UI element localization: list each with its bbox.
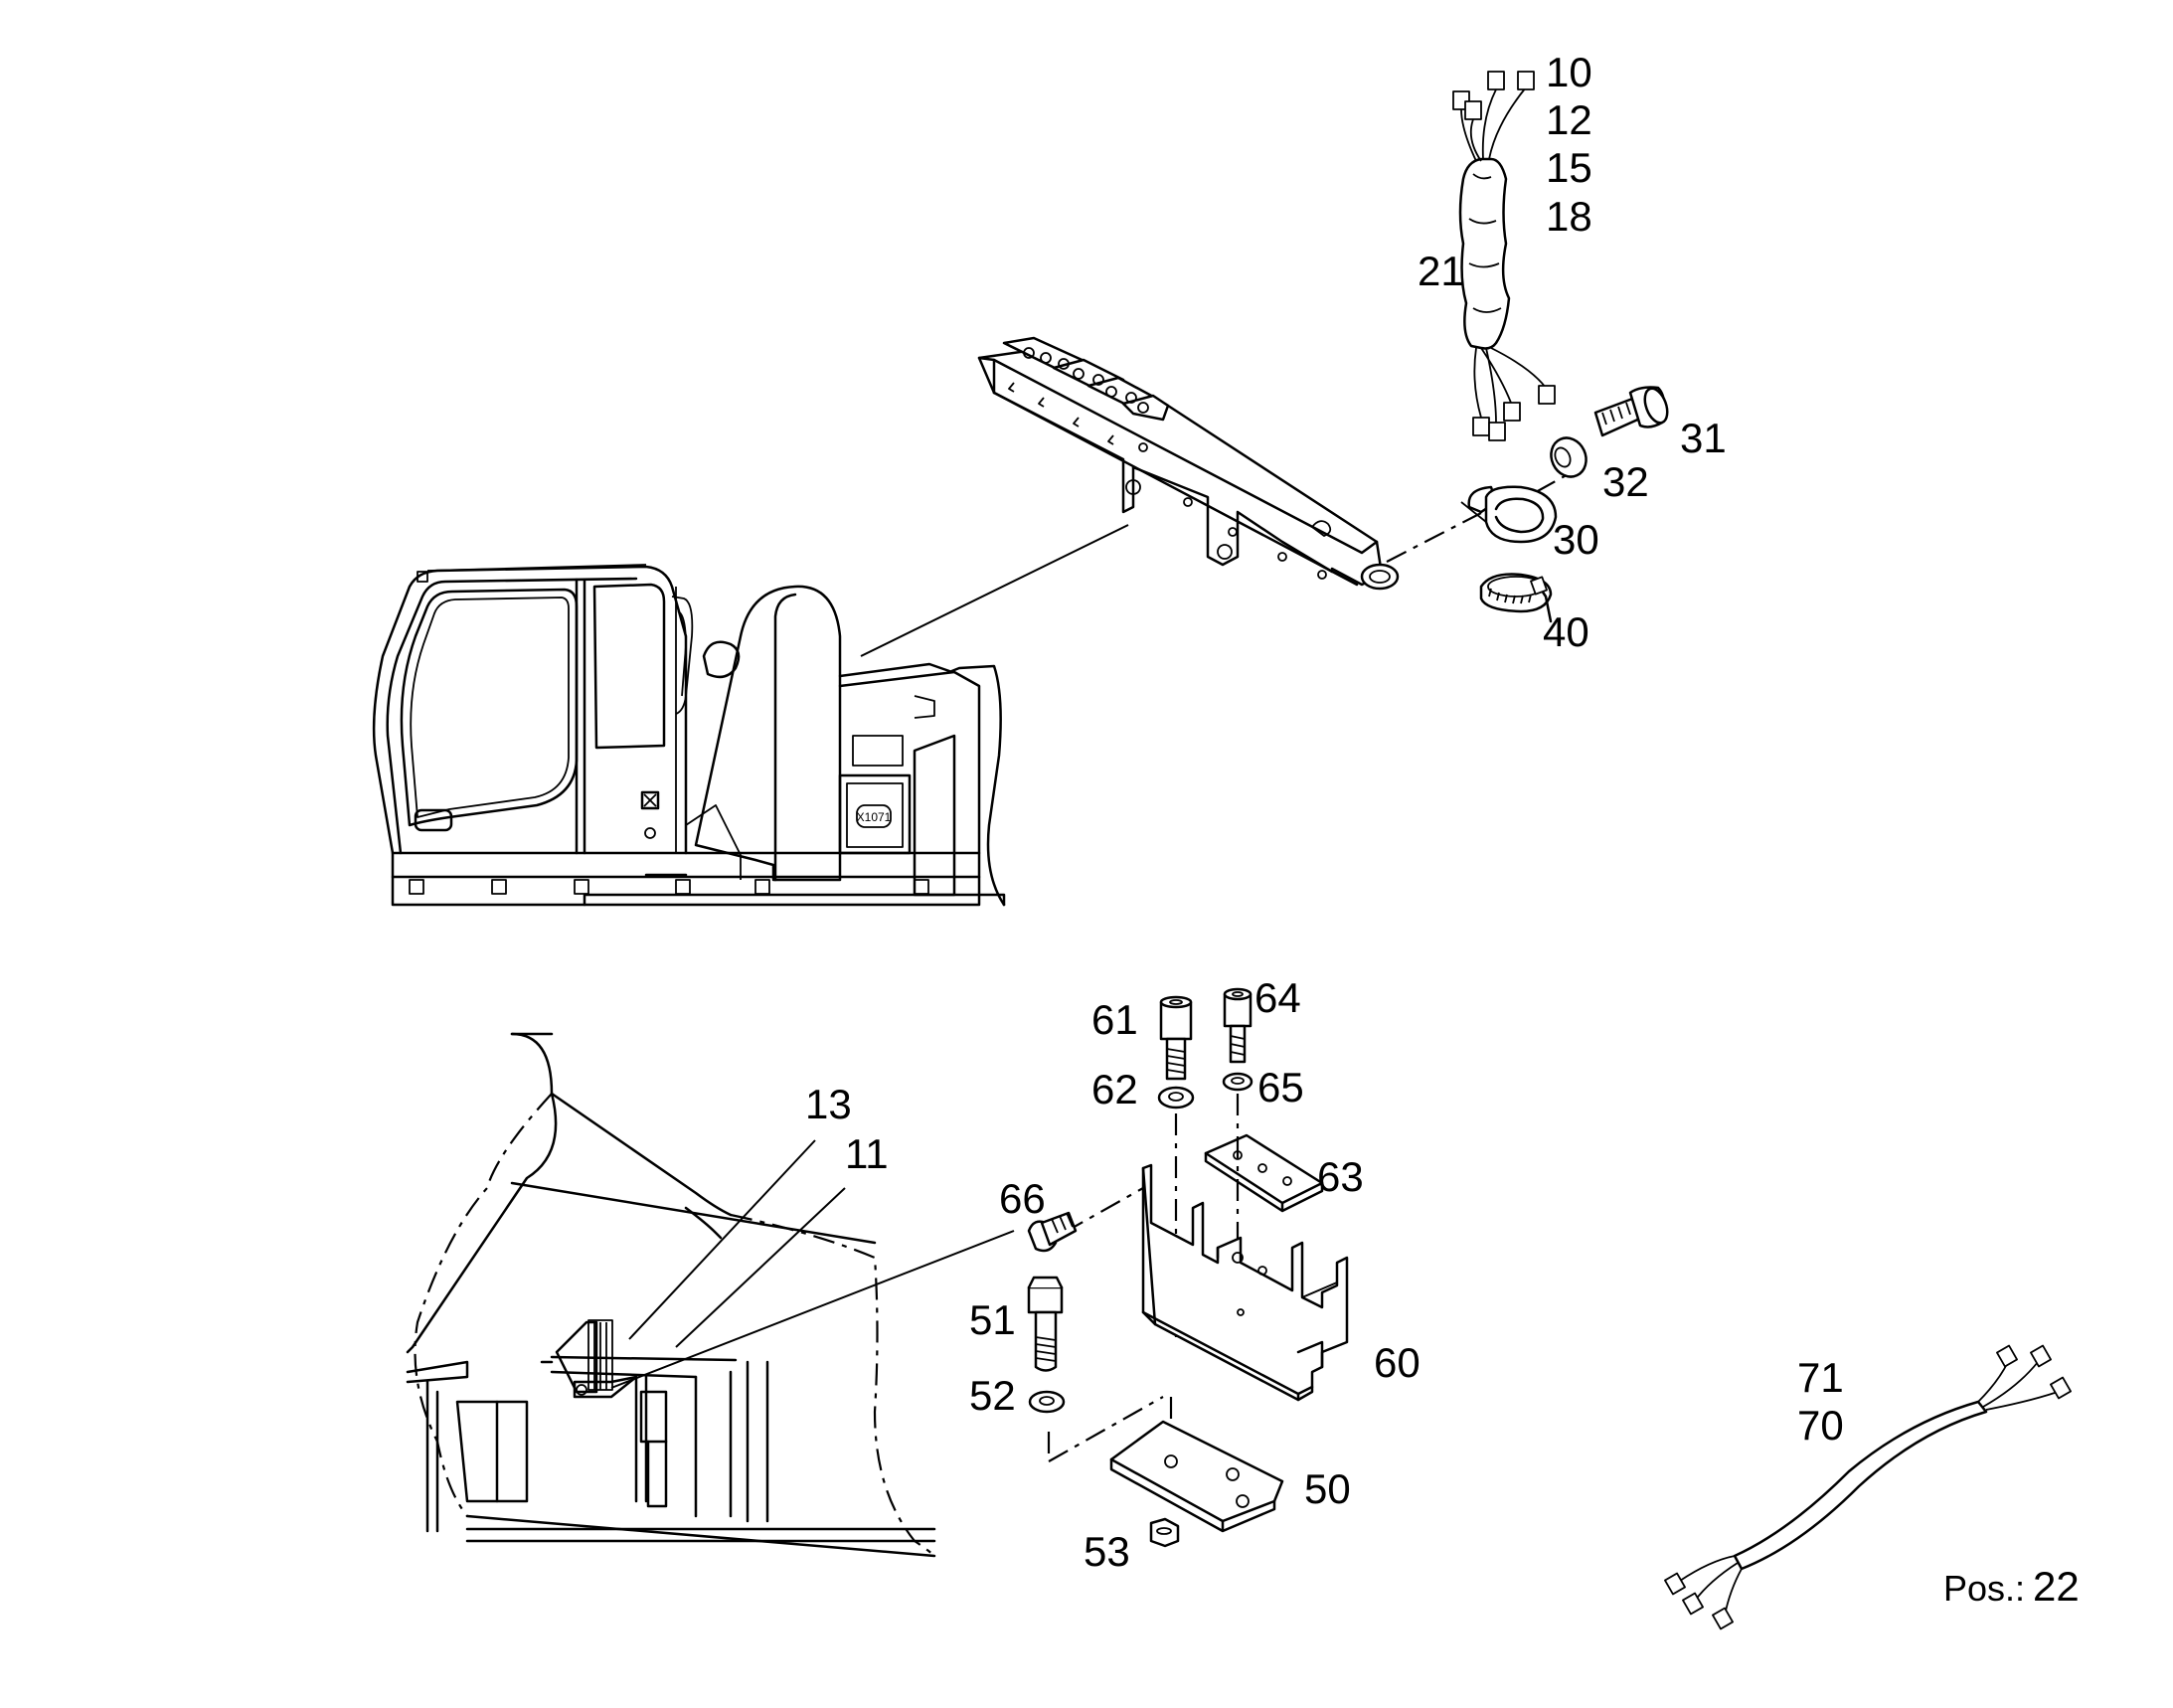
label-51: 51: [969, 1296, 1016, 1343]
label-66: 66: [999, 1175, 1046, 1222]
label-32: 32: [1602, 458, 1649, 505]
clamp-30: [1460, 485, 1558, 544]
label-15: 15: [1546, 144, 1592, 191]
excavator-overview: X1071: [372, 524, 1129, 907]
label-52: 52: [969, 1372, 1016, 1419]
bracket-assembly: [1027, 987, 1349, 1548]
label-65: 65: [1257, 1064, 1304, 1110]
hose-clamp-40: [1479, 573, 1553, 623]
machine-plate: X1071: [857, 810, 892, 824]
washer-32: [1550, 436, 1588, 478]
label-64: 64: [1254, 974, 1301, 1021]
label-61: 61: [1091, 996, 1138, 1043]
label-12: 12: [1546, 96, 1592, 143]
label-13: 13: [805, 1081, 852, 1127]
position-indicator: Pos.: 22: [1943, 1563, 2080, 1610]
label-60: 60: [1374, 1339, 1421, 1386]
position-value: 22: [2033, 1563, 2080, 1610]
wire-harness-lower: [1664, 1344, 2072, 1630]
label-63: 63: [1317, 1153, 1364, 1200]
bolt-31: [1593, 386, 1669, 437]
label-11: 11: [845, 1130, 889, 1177]
wire-harness-upper: [1452, 71, 1556, 441]
label-53: 53: [1084, 1528, 1130, 1575]
detail-view-lower-left: [406, 1032, 1015, 1558]
label-70: 70: [1797, 1402, 1844, 1449]
label-71: 71: [1797, 1354, 1844, 1401]
label-21: 21: [1418, 248, 1464, 294]
label-62: 62: [1091, 1066, 1138, 1112]
label-50: 50: [1304, 1465, 1351, 1512]
part-number-labels: 10 12 15 18 21 31 32 30 40 13 11 61 64 6…: [805, 49, 1844, 1575]
label-10: 10: [1546, 49, 1592, 95]
label-18: 18: [1546, 193, 1592, 240]
position-label: Pos.:: [1943, 1568, 2025, 1609]
label-31: 31: [1680, 415, 1727, 461]
label-30: 30: [1553, 516, 1599, 563]
label-40: 40: [1543, 608, 1589, 655]
cable-bracket-bar: [977, 336, 1400, 591]
